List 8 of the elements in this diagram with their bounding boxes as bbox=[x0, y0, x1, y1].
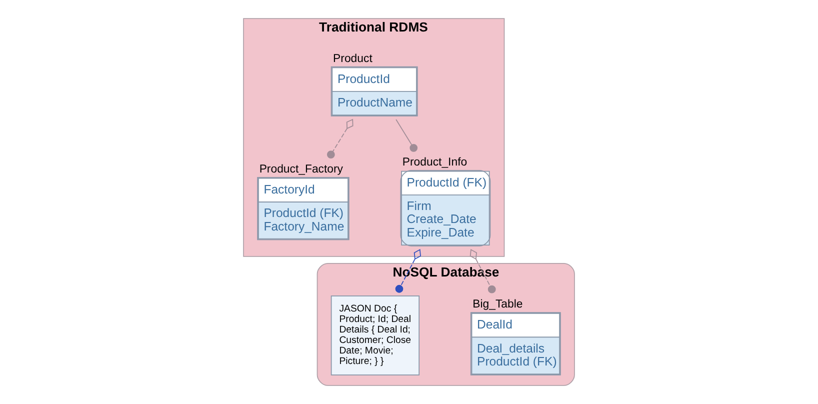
connector bbox=[396, 119, 418, 152]
node-label: Product_Factory bbox=[259, 164, 344, 176]
node-label: Big_Table bbox=[472, 298, 523, 311]
node-label: Product_Info bbox=[402, 156, 468, 168]
connector bbox=[395, 248, 421, 293]
node-label: Product bbox=[333, 52, 372, 65]
connector bbox=[470, 248, 496, 294]
connector bbox=[326, 118, 354, 159]
